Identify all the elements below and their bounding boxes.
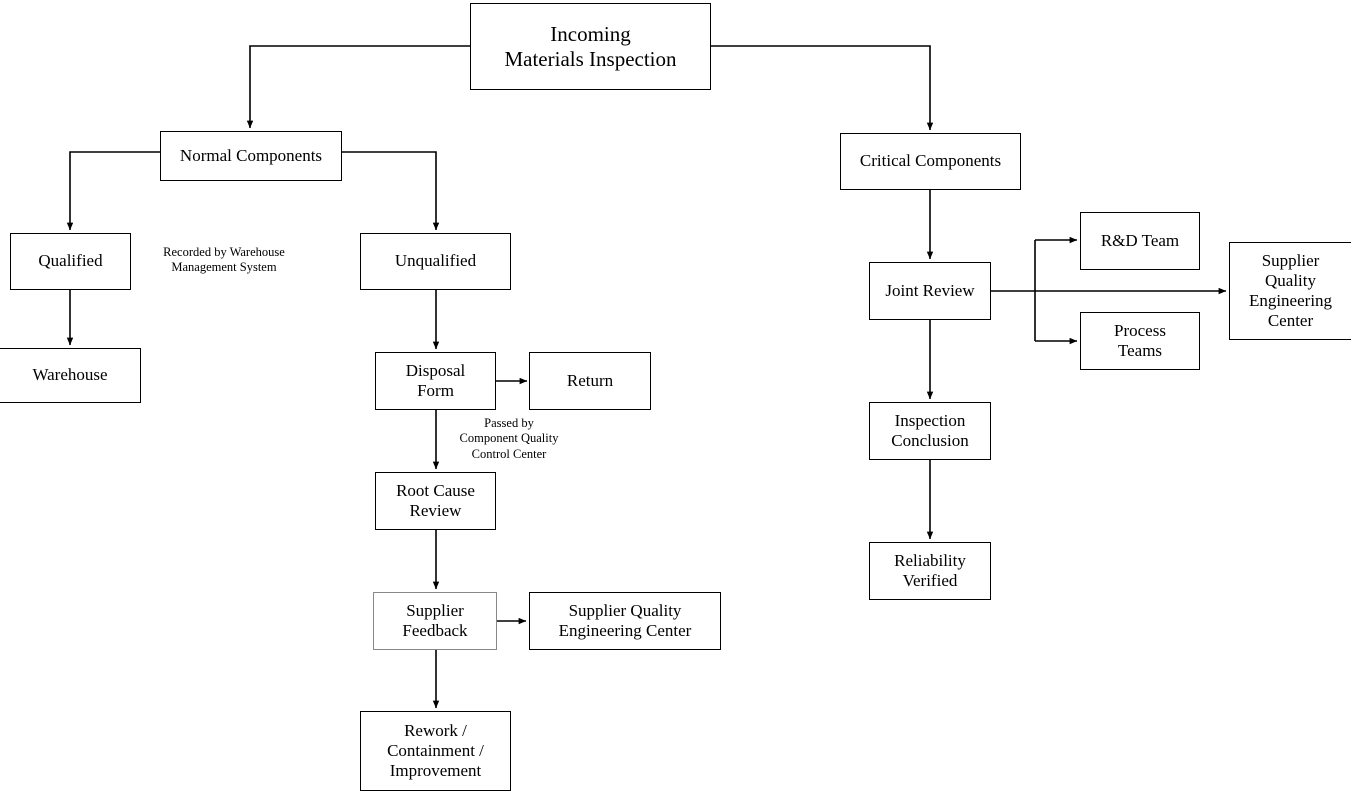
node-disposal-form[interactable]: Disposal Form (375, 352, 496, 410)
edge-label-passed-by-component-quality-control-center: Passed by Component Quality Control Cent… (459, 416, 559, 461)
node-qualified[interactable]: Qualified (10, 233, 131, 290)
node-incoming-materials-inspection-label: Incoming Materials Inspection (504, 21, 677, 71)
node-qualified-label: Qualified (38, 251, 103, 271)
node-unqualified-label: Unqualified (394, 251, 477, 271)
node-return-label: Return (566, 370, 614, 390)
node-reliability-verified-label: Reliability Verified (894, 550, 966, 590)
node-normal-components-label: Normal Components (179, 145, 323, 165)
node-rework-containment-improvement-label: Rework / Containment / Improvement (387, 720, 484, 781)
node-rd-team[interactable]: R&D Team (1080, 212, 1200, 270)
node-disposal-form-label: Disposal Form (405, 360, 466, 400)
node-unqualified[interactable]: Unqualified (360, 233, 511, 290)
node-supplier-quality-engineering-center-left-label: Supplier Quality Engineering Center (558, 600, 692, 640)
edge-normal-to-qualified (66, 151, 160, 231)
node-supplier-feedback[interactable]: Supplier Feedback (373, 592, 497, 650)
node-supplier-feedback-label: Supplier Feedback (402, 600, 468, 640)
node-inspection-conclusion[interactable]: Inspection Conclusion (869, 402, 991, 460)
node-return[interactable]: Return (529, 352, 651, 410)
node-joint-review[interactable]: Joint Review (869, 262, 991, 320)
node-normal-components[interactable]: Normal Components (160, 131, 342, 181)
node-rework-containment-improvement[interactable]: Rework / Containment / Improvement (360, 711, 511, 791)
node-inspection-conclusion-label: Inspection Conclusion (891, 410, 969, 450)
node-reliability-verified[interactable]: Reliability Verified (869, 542, 991, 600)
node-process-teams-label: Process Teams (1114, 320, 1166, 360)
node-root-cause-review[interactable]: Root Cause Review (375, 472, 496, 530)
node-root-cause-review-label: Root Cause Review (396, 480, 475, 520)
node-incoming-materials-inspection[interactable]: Incoming Materials Inspection (470, 3, 711, 90)
node-supplier-quality-engineering-center-right[interactable]: Supplier Quality Engineering Center (1229, 242, 1351, 340)
node-critical-components[interactable]: Critical Components (840, 133, 1021, 190)
node-supplier-quality-engineering-center-left[interactable]: Supplier Quality Engineering Center (529, 592, 721, 650)
node-warehouse[interactable]: Warehouse (0, 348, 141, 403)
edge-label-recorded-by-warehouse-management-system: Recorded by Warehouse Management System (163, 245, 285, 275)
edge-incoming-to-critical (711, 45, 934, 131)
node-warehouse-label: Warehouse (32, 365, 108, 385)
node-critical-components-label: Critical Components (859, 151, 1002, 171)
node-rd-team-label: R&D Team (1100, 230, 1180, 250)
node-process-teams[interactable]: Process Teams (1080, 312, 1200, 370)
edge-incoming-to-normal (246, 45, 470, 129)
edge-normal-to-unqualified (342, 151, 440, 231)
node-joint-review-label: Joint Review (885, 280, 975, 300)
node-supplier-quality-engineering-center-right-label: Supplier Quality Engineering Center (1248, 250, 1333, 331)
